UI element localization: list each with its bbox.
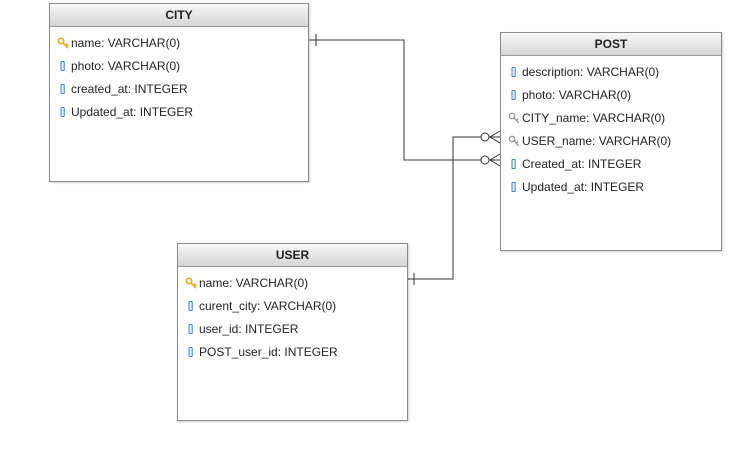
- primary-key-icon: [57, 36, 69, 50]
- field-row[interactable]: curent_city: VARCHAR(0): [178, 294, 407, 317]
- foreign-key-icon: [508, 134, 520, 148]
- field-label: user_id: INTEGER: [199, 321, 299, 336]
- column-icon: [508, 157, 520, 171]
- field-list: description: VARCHAR(0) photo: VARCHAR(0…: [501, 56, 721, 198]
- relationship-city-post[interactable]: [309, 34, 501, 167]
- entity-title: POST: [501, 33, 721, 56]
- field-label: photo: VARCHAR(0): [71, 58, 181, 73]
- entity-title: CITY: [50, 4, 308, 27]
- field-label: CITY_name: VARCHAR(0): [522, 110, 666, 125]
- field-label: name: VARCHAR(0): [71, 35, 181, 50]
- column-icon: [185, 322, 197, 336]
- field-row[interactable]: name: VARCHAR(0): [50, 31, 308, 54]
- field-row[interactable]: created_at: INTEGER: [50, 77, 308, 100]
- field-row[interactable]: Created_at: INTEGER: [501, 152, 721, 175]
- entity-title: USER: [178, 244, 407, 267]
- foreign-key-icon: [508, 111, 520, 125]
- column-icon: [57, 82, 69, 96]
- column-icon: [508, 180, 520, 194]
- field-label: name: VARCHAR(0): [199, 275, 309, 290]
- field-row[interactable]: user_id: INTEGER: [178, 317, 407, 340]
- field-row[interactable]: POST_user_id: INTEGER: [178, 340, 407, 363]
- connector-line: [407, 136, 500, 280]
- field-row[interactable]: description: VARCHAR(0): [501, 60, 721, 83]
- field-row[interactable]: CITY_name: VARCHAR(0): [501, 106, 721, 129]
- field-label: curent_city: VARCHAR(0): [199, 298, 337, 313]
- many-crowfoot: [489, 130, 501, 144]
- field-row[interactable]: photo: VARCHAR(0): [501, 83, 721, 106]
- many-crowfoot: [489, 153, 501, 167]
- zero-mark: [480, 132, 490, 142]
- entity-user[interactable]: USER name: VARCHAR(0) curent_city: VARCH…: [177, 243, 408, 421]
- field-label: Updated_at: INTEGER: [522, 179, 645, 194]
- field-label: created_at: INTEGER: [71, 81, 188, 96]
- field-label: description: VARCHAR(0): [522, 64, 660, 79]
- connector-line: [309, 39, 500, 161]
- entity-post[interactable]: POST description: VARCHAR(0) photo: VARC…: [500, 32, 722, 251]
- column-icon: [185, 345, 197, 359]
- field-label: Updated_at: INTEGER: [71, 104, 194, 119]
- relationship-user-post[interactable]: [407, 130, 501, 285]
- primary-key-icon: [185, 276, 197, 290]
- zero-mark: [480, 155, 490, 165]
- field-row[interactable]: Updated_at: INTEGER: [50, 100, 308, 123]
- field-label: Created_at: INTEGER: [522, 156, 642, 171]
- field-label: POST_user_id: INTEGER: [199, 344, 338, 359]
- field-list: name: VARCHAR(0) photo: VARCHAR(0) creat…: [50, 27, 308, 123]
- column-icon: [57, 59, 69, 73]
- field-row[interactable]: photo: VARCHAR(0): [50, 54, 308, 77]
- column-icon: [508, 65, 520, 79]
- field-list: name: VARCHAR(0) curent_city: VARCHAR(0)…: [178, 267, 407, 363]
- field-row[interactable]: Updated_at: INTEGER: [501, 175, 721, 198]
- field-row[interactable]: USER_name: VARCHAR(0): [501, 129, 721, 152]
- entity-city[interactable]: CITY name: VARCHAR(0) photo: VARCHAR(0) …: [49, 3, 309, 182]
- column-icon: [57, 105, 69, 119]
- field-row[interactable]: name: VARCHAR(0): [178, 271, 407, 294]
- column-icon: [185, 299, 197, 313]
- field-label: photo: VARCHAR(0): [522, 87, 632, 102]
- field-label: USER_name: VARCHAR(0): [522, 133, 672, 148]
- column-icon: [508, 88, 520, 102]
